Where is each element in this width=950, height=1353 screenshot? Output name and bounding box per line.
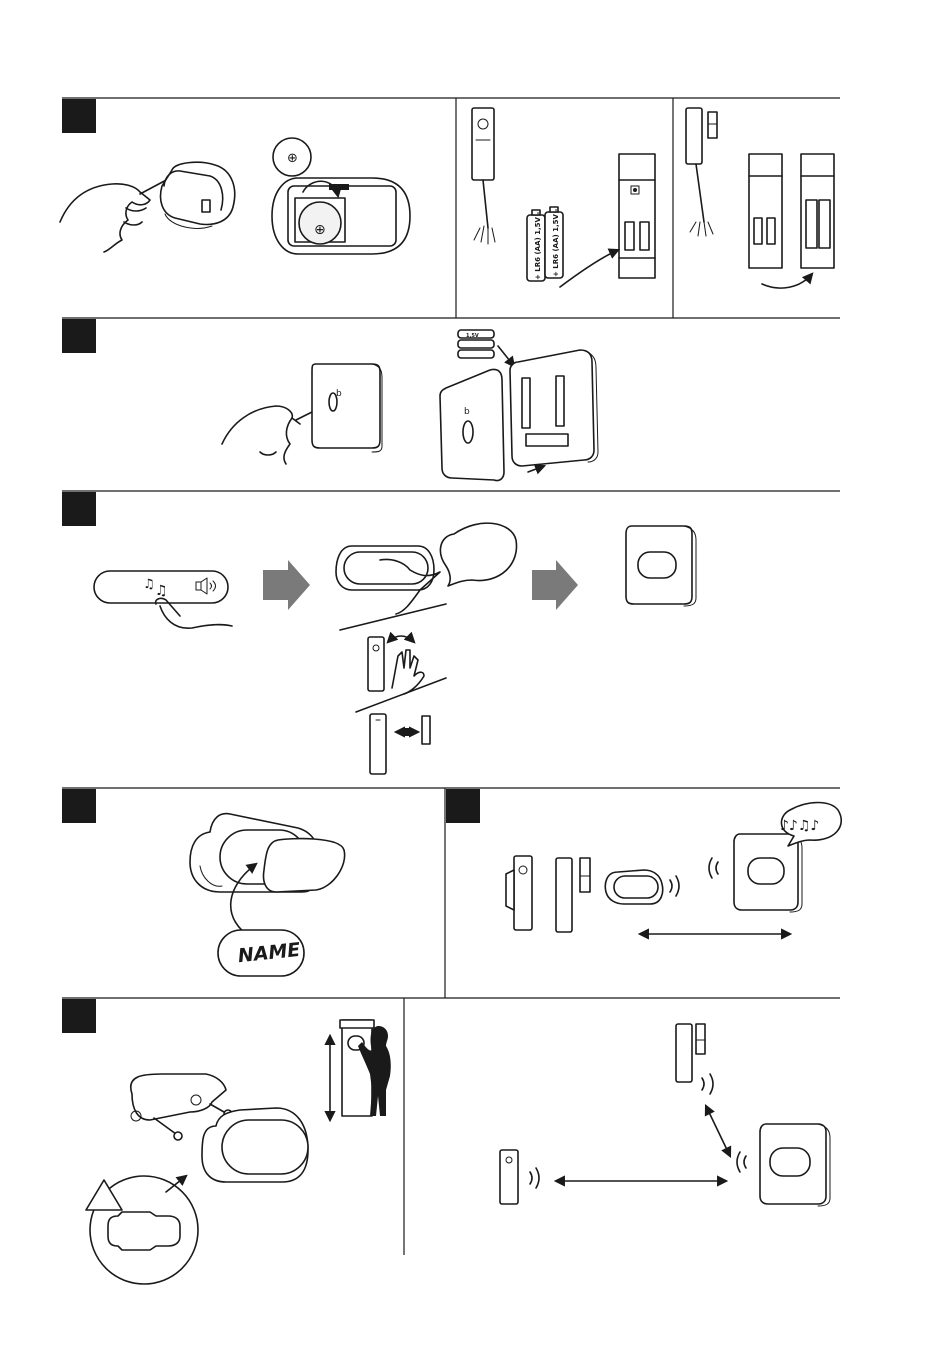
step-5-badge xyxy=(446,789,480,823)
panel-name-label-insert: NAME xyxy=(190,814,345,976)
step-1-badge xyxy=(62,99,96,133)
svg-text:1,5V: 1,5V xyxy=(466,333,479,339)
svg-text:⊕: ⊕ xyxy=(314,222,326,238)
svg-text:+ LR6 (AA) 1,5V -: + LR6 (AA) 1,5V - xyxy=(534,212,542,280)
music-note-icon: ♫ xyxy=(143,577,155,592)
svg-text:+ LR6 (AA) 1,5V -: + LR6 (AA) 1,5V - xyxy=(552,209,560,277)
panel-pairing-sequence: ♫ ♫ xyxy=(94,523,696,774)
signal-waves-icon xyxy=(670,876,679,896)
svg-text:⊕: ⊕ xyxy=(287,151,298,166)
panel-magnetic-sensor-battery xyxy=(686,108,834,288)
step-3-badge xyxy=(62,492,96,526)
svg-text:b: b xyxy=(336,389,342,399)
panel-receiver-open-battery: b 1,5V b xyxy=(222,330,598,481)
panel-system-layout xyxy=(500,1024,830,1206)
aa-battery-1: + LR6 (AA) 1,5V - xyxy=(527,210,545,281)
svg-text:♪♪♫♪: ♪♪♫♪ xyxy=(780,818,819,834)
svg-text:b: b xyxy=(464,407,470,417)
panel-push-button-battery: + LR6 (AA) 1,5V - + LR6 (AA) 1,5V - xyxy=(472,108,655,287)
aaa-batteries: 1,5V xyxy=(458,330,514,366)
panel-chime-cell-insert: ⊕ ⊕ xyxy=(60,138,410,254)
step-4-badge xyxy=(62,789,96,823)
step-6-badge xyxy=(62,999,96,1033)
step-2-badge xyxy=(62,319,96,353)
panel-range-test: ♪♪♫♪ xyxy=(506,803,841,935)
panel-mounting xyxy=(86,1020,391,1284)
aa-battery-2: + LR6 (AA) 1,5V - xyxy=(545,207,563,278)
svg-text:♫: ♫ xyxy=(155,583,168,599)
